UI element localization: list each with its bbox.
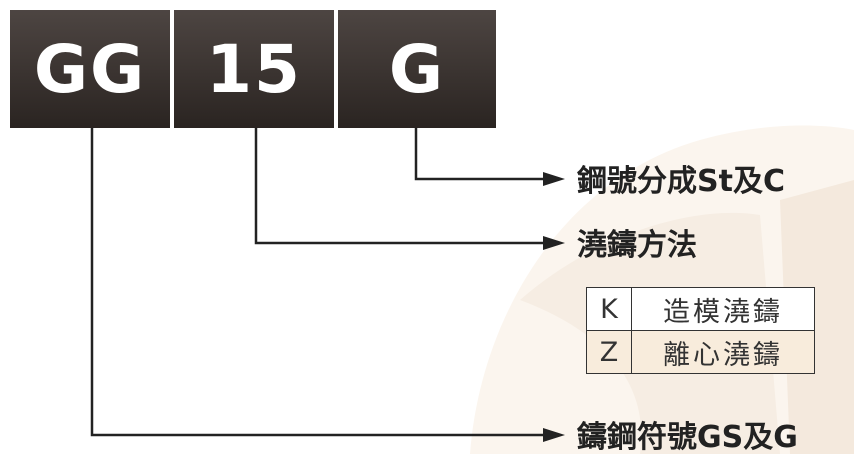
connector-steel-grade <box>414 128 545 181</box>
grade-prefix-box: GG <box>10 10 170 128</box>
casting-method-table: K 造模澆鑄 Z 離心澆鑄 <box>586 287 815 374</box>
steel-grade-label: 鋼號分成St及C <box>577 164 785 199</box>
method-code: K <box>586 287 632 331</box>
method-code: Z <box>586 330 632 374</box>
arrowhead-cast-steel-symbol <box>543 428 565 442</box>
steel-code-box: G <box>338 10 496 128</box>
table-row: K 造模澆鑄 <box>586 287 815 331</box>
method-description: 造模澆鑄 <box>631 287 815 331</box>
cast-steel-symbol-label: 鑄鋼符號GS及G <box>577 420 798 455</box>
casting-code-box: 15 <box>174 10 334 128</box>
connector-casting-method <box>254 128 545 245</box>
method-description: 離心澆鑄 <box>631 330 815 374</box>
connector-cast-steel-symbol <box>90 128 545 437</box>
arrowhead-steel-grade <box>543 172 565 186</box>
table-row: Z 離心澆鑄 <box>586 330 815 374</box>
casting-method-label: 澆鑄方法 <box>577 228 697 263</box>
arrowhead-casting-method <box>543 236 565 250</box>
